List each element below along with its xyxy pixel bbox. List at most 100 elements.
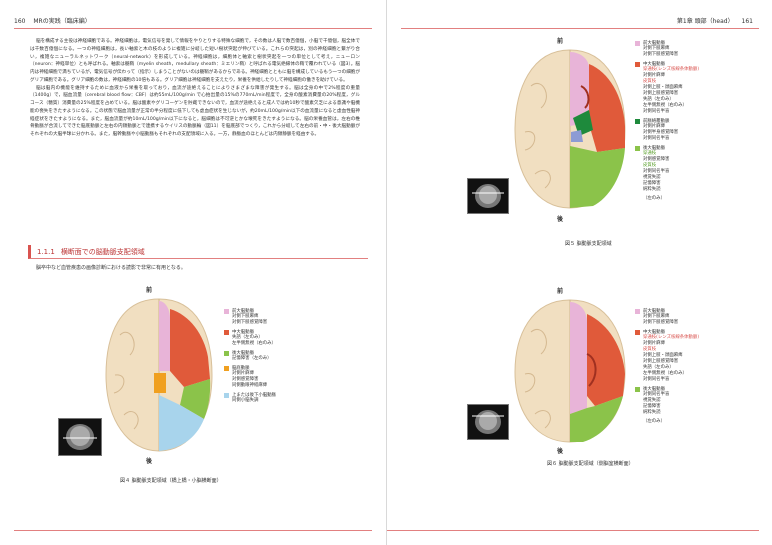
legend-symptom-text: 対側下肢麻痺: [232, 314, 259, 319]
fig6-mri-head-icon: [472, 410, 504, 434]
section-title-text: 横断面での脳動脈支配領域: [60, 248, 145, 256]
legend-artery-name: 中大脳動脈: [232, 330, 254, 335]
fig6-brain-axial-illustration: [514, 299, 626, 443]
legend-symptom-text: 対側同名半盲: [643, 377, 670, 382]
legend-symptom: 純粋失読: [635, 410, 765, 416]
fig6-pca-region: [570, 396, 623, 442]
legend-symptom: 対側下肢感覚障害: [224, 320, 374, 326]
legend-group: 中大脳動脈穿通枝(レンズ核線条体動脈)対側片麻痺皮質枝対側上肢・顔面麻痺対側上肢…: [635, 61, 765, 115]
legend-symptom-text: 失語（左のみ）: [643, 365, 674, 370]
book-title: MRの実践（臨床編）: [33, 18, 91, 25]
legend-group-header: 前大脳動脈: [635, 40, 765, 46]
legend-swatch: [224, 365, 229, 371]
legend-symptom: 左半側無視（右のみ）: [224, 341, 374, 347]
fig5-legend: 前大脳動脈対側下肢麻痺対側下肢感覚障害中大脳動脈穿通枝(レンズ核線条体動脈)対側…: [635, 40, 765, 202]
legend-group: 上または後下小脳動脈同側小脳失調: [224, 392, 374, 404]
fig5-lenticulostriate: [580, 85, 590, 109]
fig4-aca-region: [159, 301, 170, 371]
right-page-number: 161: [741, 18, 753, 25]
legend-symptom-text: 失語（左のみ）: [232, 335, 263, 340]
legend-symptom: 皮質枝: [635, 163, 765, 169]
fig4-basilar-region: [154, 373, 166, 393]
legend-swatch: [635, 308, 640, 314]
legend-symptom: 対側上肢・顔面麻痺: [635, 353, 765, 359]
fig5-sulci: [524, 83, 551, 189]
legend-symptom: 左半側無視（右のみ）: [635, 103, 765, 109]
legend-symptom-text: 対側同名半盲: [643, 136, 670, 141]
fig6-sulci: [524, 329, 551, 429]
legend-symptom-text: 視覚失認: [643, 398, 661, 403]
legend-symptom-text: 対側下肢感覚障害: [643, 320, 679, 325]
legend-symptom: 対側同名半盲: [635, 109, 765, 115]
legend-group: 前大脳動脈対側下肢麻痺対側下肢感覚障害: [635, 308, 765, 326]
legend-symptom: 対側片麻痺: [635, 124, 765, 130]
legend-group-header: 前大脳動脈: [635, 308, 765, 314]
legend-artery-name: 後大脳動脈: [643, 146, 665, 151]
fig6-lateral-ventricle: [586, 353, 597, 387]
fig4-back-label: 後: [146, 458, 153, 465]
paragraph-1: 脳を構成する主役は神経細胞である。神経細胞は，電気信号を発して情報をやりとりする…: [30, 39, 360, 83]
legend-symptom-text: 失語（左のみ）: [643, 97, 674, 102]
fig4-front-label: 前: [146, 287, 153, 294]
legend-branch-label: 穿通枝(レンズ核線条体動脈): [643, 67, 700, 72]
legend-group-header: 前大脳動脈: [224, 308, 374, 314]
legend-group: 脳底動脈対側片麻痺対側感覚障害同側動眼神経麻痺: [224, 365, 374, 389]
legend-symptom: 対側同名半盲: [635, 377, 765, 383]
legend-swatch: [635, 61, 640, 67]
legend-group: 前脈絡叢動脈対側片麻痺対側半身感覚障害対側同名半盲: [635, 118, 765, 142]
legend-symptom-text: 対側半身感覚障害: [643, 130, 679, 135]
legend-symptom-text: 対側上肢・顔面麻痺: [643, 353, 683, 358]
legend-symptom: 穿通枝(レンズ核線条体動脈): [635, 67, 765, 73]
chapter-title: 第1章 頭部（head）: [676, 18, 734, 25]
legend-symptom-text: 対側上肢感覚障害: [643, 359, 679, 364]
legend-branch-label: 穿通枝(レンズ核線条体動脈): [643, 335, 700, 340]
legend-symptom-text: 対側片麻痺: [643, 73, 665, 78]
fig6-mca-region: [587, 314, 625, 406]
legend-group-header: 上または後下小脳動脈: [224, 392, 374, 398]
legend-branch-label: 皮質枝: [643, 163, 657, 168]
legend-symptom: 穿通枝: [635, 151, 765, 157]
legend-swatch: [224, 329, 229, 335]
legend-symptom-text: 対側下肢感覚障害: [232, 320, 268, 325]
legend-symptom: 対側同名半盲: [635, 392, 765, 398]
right-page: 第1章 頭部（head） 161 前 後 前大脳動脈対側下肢麻痺対側下肢感覚障害…: [386, 0, 772, 545]
legend-symptom: 対側下肢感覚障害: [635, 320, 765, 326]
legend-artery-name: 中大脳動脈: [643, 62, 665, 67]
legend-symptom: 視覚失認: [635, 398, 765, 404]
legend-group-header: 前脈絡叢動脈: [635, 118, 765, 124]
legend-symptom: 対側下肢麻痺: [635, 314, 765, 320]
fig4-cerebellar-region: [159, 395, 204, 451]
legend-symptom-text: 対側片麻痺: [232, 371, 254, 376]
legend-symptom-text: 視覚失認: [643, 175, 661, 180]
fig4-sulci: [113, 332, 139, 430]
legend-swatch: [224, 350, 229, 356]
legend-symptom: 対側下肢麻痺: [224, 314, 374, 320]
fig5-achoa-region: [573, 110, 593, 136]
legend-symptom-text: 左半側無視（右のみ）: [643, 103, 687, 108]
legend-symptom-text: 記憶障害: [643, 404, 661, 409]
legend-symptom: 対側半身感覚障害: [635, 130, 765, 136]
legend-symptom: 同側小脳失調: [224, 398, 374, 404]
legend-swatch: [635, 329, 640, 335]
fig4-pca-region: [180, 379, 211, 419]
legend-symptom: 皮質枝: [635, 79, 765, 85]
fig5-mri-head-icon: [472, 184, 504, 208]
legend-artery-name: 前大脳動脈: [643, 41, 665, 46]
legend-symptom: 対側片麻痺: [635, 341, 765, 347]
legend-symptom: 対側下肢感覚障害: [635, 52, 765, 58]
legend-swatch: [635, 386, 640, 392]
legend-symptom: 対側感覚障害: [635, 157, 765, 163]
legend-symptom-text: 純粋失読: [643, 187, 661, 192]
legend-group-header: 脳底動脈: [224, 365, 374, 371]
legend-group: 前大脳動脈対側下肢麻痺対側下肢感覚障害: [224, 308, 374, 326]
legend-symptom: 記憶障害: [635, 404, 765, 410]
legend-symptom-text: 対側同名半盲: [643, 169, 670, 174]
legend-symptom-text: 対側下肢麻痺: [643, 314, 670, 319]
legend-artery-name: 上または後下小脳動脈: [232, 393, 276, 398]
legend-symptom: 対側感覚障害: [224, 377, 374, 383]
legend-symptom: 同側動眼神経麻痺: [224, 383, 374, 389]
legend-symptom: 穿通枝(レンズ核線条体動脈): [635, 335, 765, 341]
legend-branch-label: 皮質枝: [643, 347, 657, 352]
fig4-caption: 図４ 脳動脈支配領域（橋上橋・小脳横断面）: [120, 478, 222, 484]
legend-symptom-text: 同側動眼神経麻痺: [232, 383, 268, 388]
